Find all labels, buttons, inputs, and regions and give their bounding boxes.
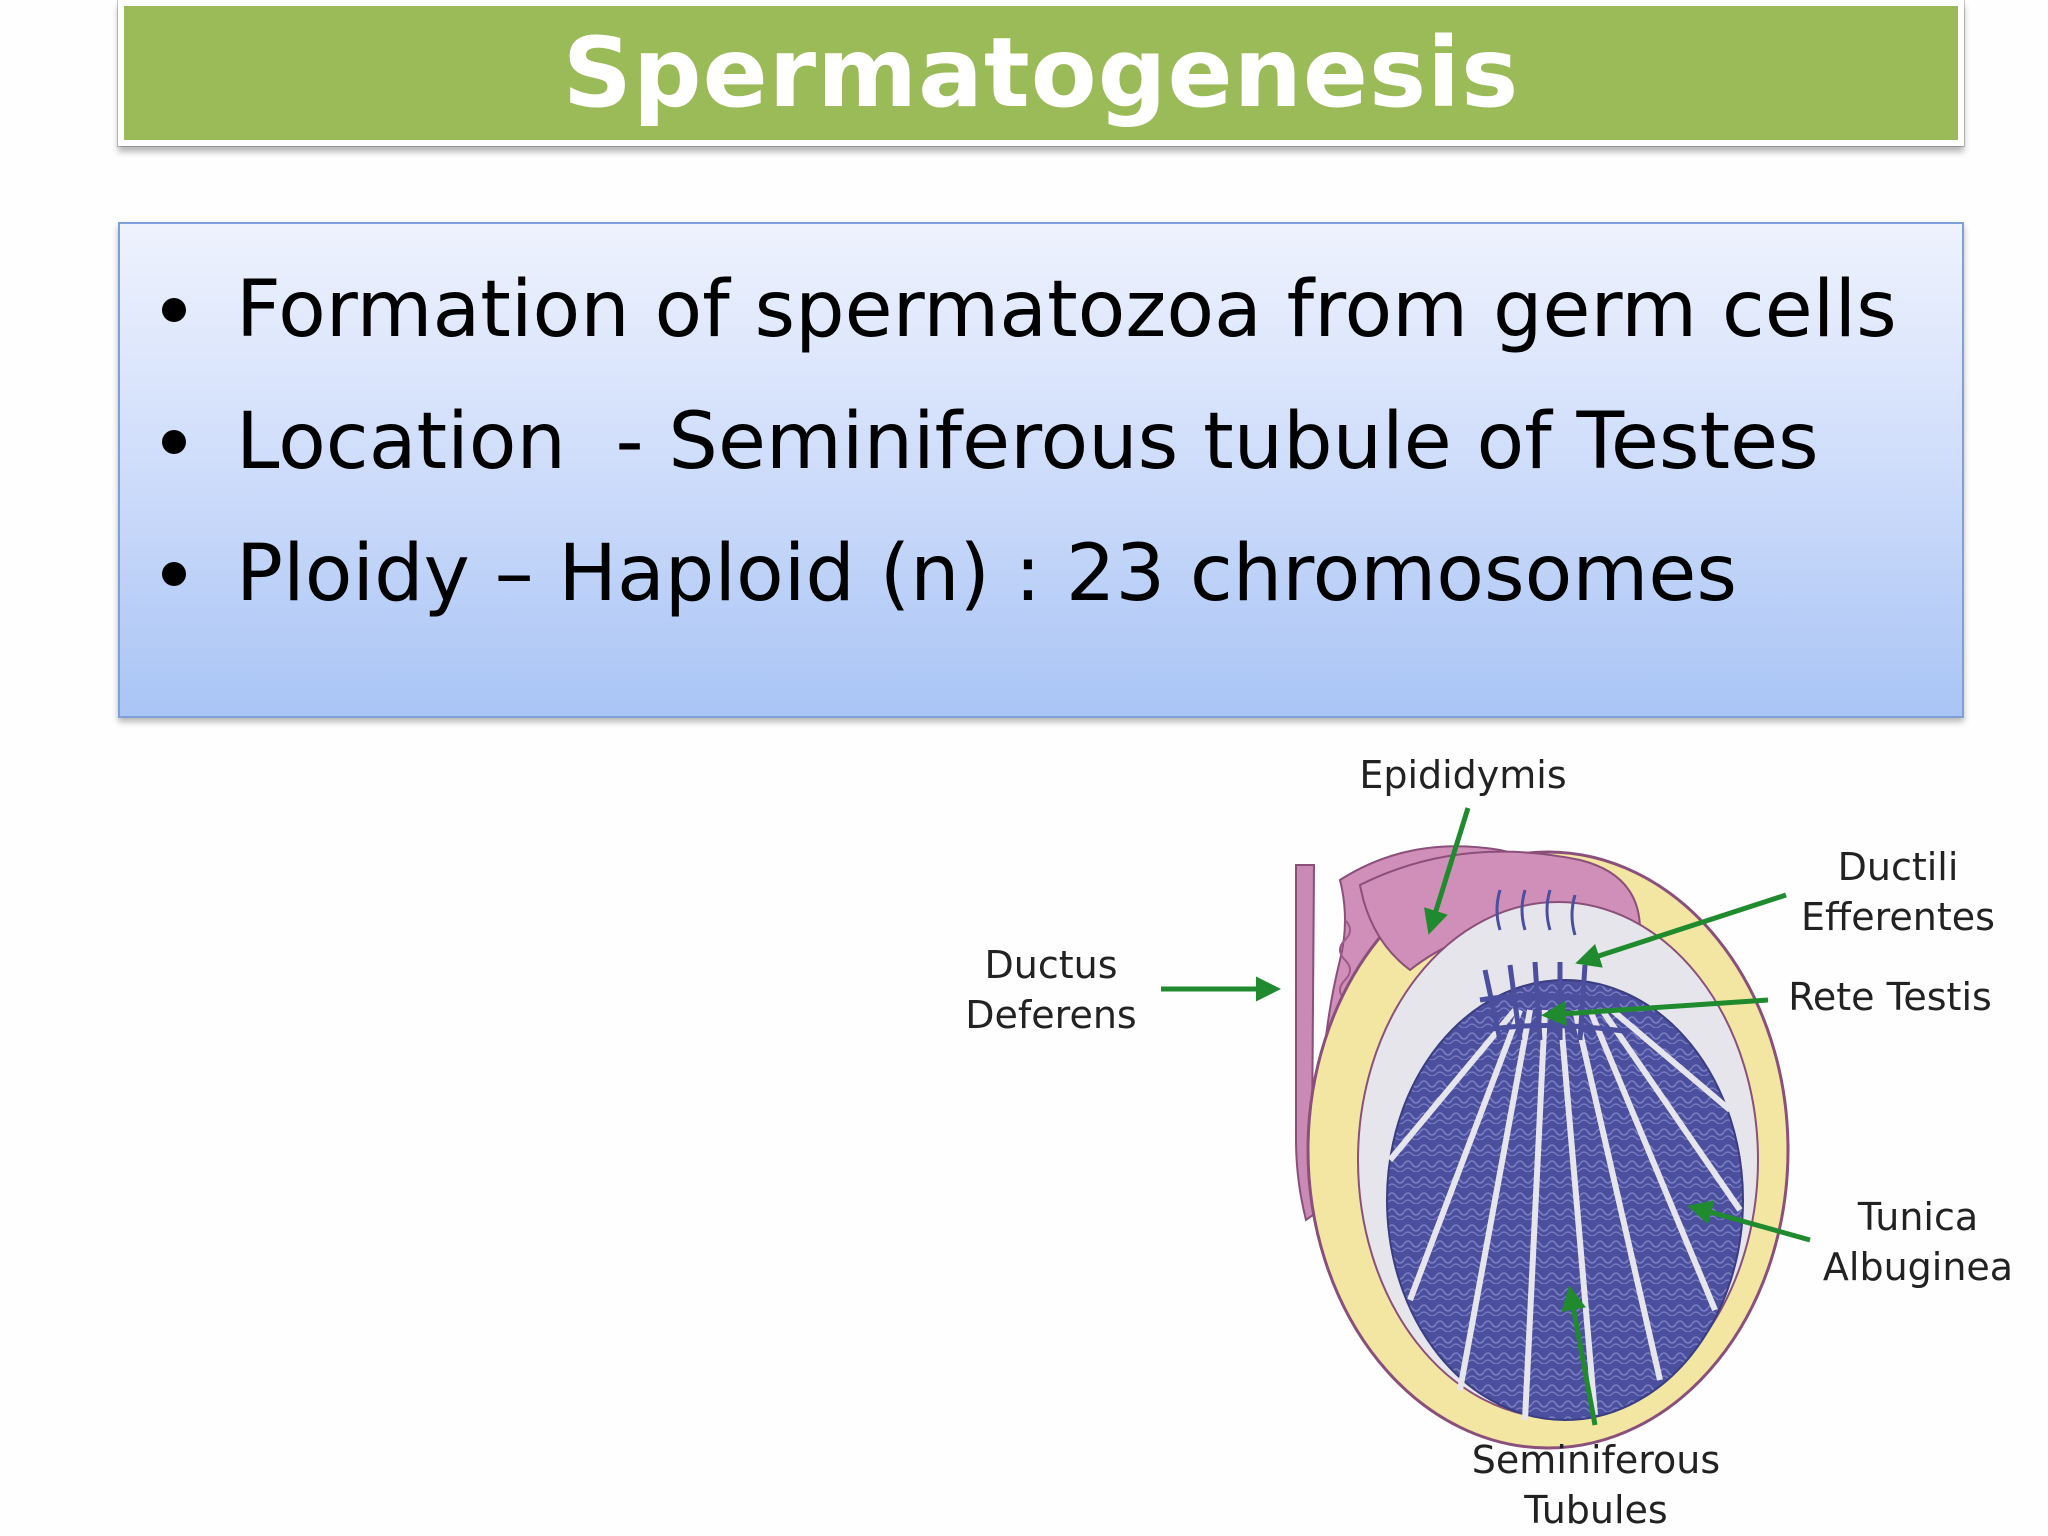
testis-diagram: Epididymis Ductili Efferentes Rete Testi… xyxy=(965,753,2013,1532)
bullet-list: Formation of spermatozoa from germ cells… xyxy=(146,244,1897,640)
label-ductili-1: Ductili xyxy=(1838,845,1959,889)
label-ductus-1: Ductus xyxy=(984,943,1117,987)
label-tunica-2: Albuginea xyxy=(1823,1245,2013,1289)
bullet-item: Formation of spermatozoa from germ cells xyxy=(146,244,1897,376)
bullet-dot-icon xyxy=(162,298,186,322)
bullet-item: Ploidy – Haploid (n) : 23 chromosomes xyxy=(146,508,1897,640)
label-seminiferous-2: Tubules xyxy=(1523,1488,1667,1532)
label-seminiferous-1: Seminiferous xyxy=(1472,1438,1720,1482)
bullet-text: Formation of spermatozoa from germ cells xyxy=(236,265,1897,355)
bullet-dot-icon xyxy=(162,430,186,454)
label-epididymis: Epididymis xyxy=(1359,753,1566,797)
bullet-item: Location - Seminiferous tubule of Testes xyxy=(146,376,1897,508)
label-tunica-1: Tunica xyxy=(1857,1195,1978,1239)
bullet-box: Formation of spermatozoa from germ cells… xyxy=(118,222,1964,718)
title-bar: Spermatogenesis xyxy=(118,0,1964,146)
bullet-text: Location - Seminiferous tubule of Testes xyxy=(236,397,1819,487)
slide-title: Spermatogenesis xyxy=(562,17,1520,129)
bullet-text: Ploidy – Haploid (n) : 23 chromosomes xyxy=(236,529,1737,619)
label-ductus-2: Deferens xyxy=(965,993,1136,1037)
bullet-dot-icon xyxy=(162,562,186,586)
label-rete-testis: Rete Testis xyxy=(1788,975,1992,1019)
label-ductili-2: Efferentes xyxy=(1801,895,1995,939)
